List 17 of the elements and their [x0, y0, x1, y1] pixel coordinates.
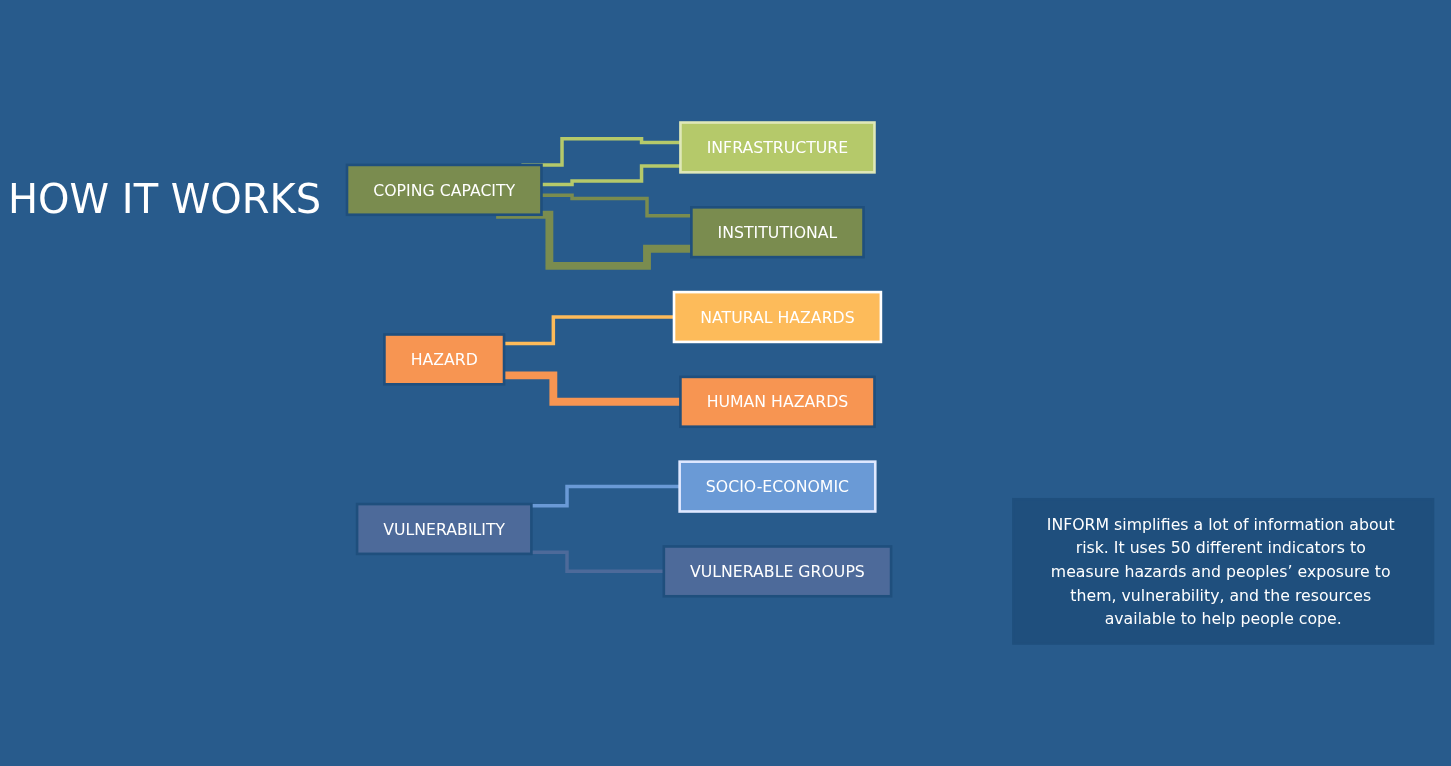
node-box: INSTITUTIONAL	[690, 206, 865, 259]
node-box: NATURAL HAZARDS	[672, 290, 883, 344]
node-box: HAZARD	[383, 333, 506, 386]
connector	[531, 550, 664, 574]
node-box: INFRASTRUCTURE	[679, 121, 876, 174]
node-box: COPING CAPACITY	[345, 163, 543, 217]
connector	[531, 484, 680, 508]
node-box: VULNERABLE GROUPS	[662, 545, 893, 598]
diagram-title: HOW IT WORKS	[8, 176, 322, 222]
connector	[504, 315, 674, 346]
connector	[541, 193, 692, 218]
node-box: SOCIO-ECONOMIC	[678, 460, 877, 513]
node-box: HUMAN HAZARDS	[679, 375, 876, 428]
connector	[496, 210, 692, 270]
connector	[541, 164, 681, 187]
connector	[504, 371, 681, 406]
node-box: VULNERABILITY	[355, 502, 533, 556]
